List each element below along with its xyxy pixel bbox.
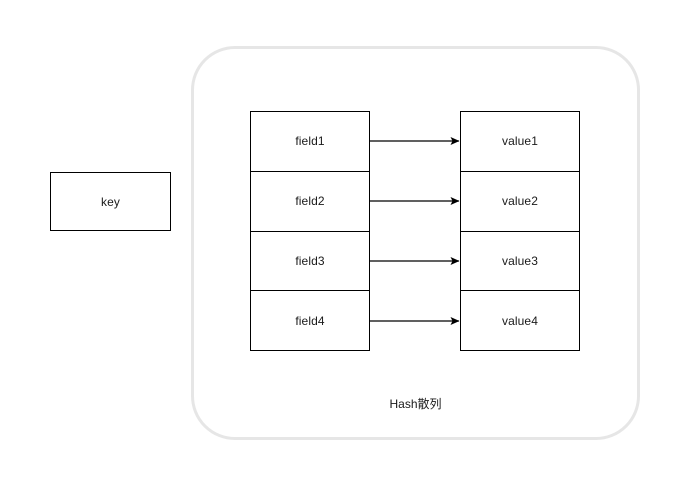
- field-cell-label: field2: [295, 194, 325, 209]
- field-cell: field2: [251, 172, 369, 232]
- value-cell: value2: [461, 172, 579, 232]
- key-box: key: [50, 172, 171, 231]
- field-column: field1 field2 field3 field4: [250, 111, 370, 351]
- value-column: value1 value2 value3 value4: [460, 111, 580, 351]
- field-cell: field4: [251, 291, 369, 350]
- value-cell-label: value3: [502, 253, 538, 268]
- value-cell: value1: [461, 112, 579, 172]
- field-cell-label: field1: [295, 134, 325, 149]
- field-cell: field1: [251, 112, 369, 172]
- field-cell-label: field4: [295, 313, 325, 328]
- value-cell-label: value1: [502, 134, 538, 149]
- value-cell-label: value4: [502, 313, 538, 328]
- field-cell: field3: [251, 232, 369, 292]
- value-cell: value4: [461, 291, 579, 350]
- field-cell-label: field3: [295, 253, 325, 268]
- key-box-label: key: [101, 194, 120, 209]
- value-cell: value3: [461, 232, 579, 292]
- diagram-caption: Hash散列: [389, 397, 442, 411]
- value-cell-label: value2: [502, 194, 538, 209]
